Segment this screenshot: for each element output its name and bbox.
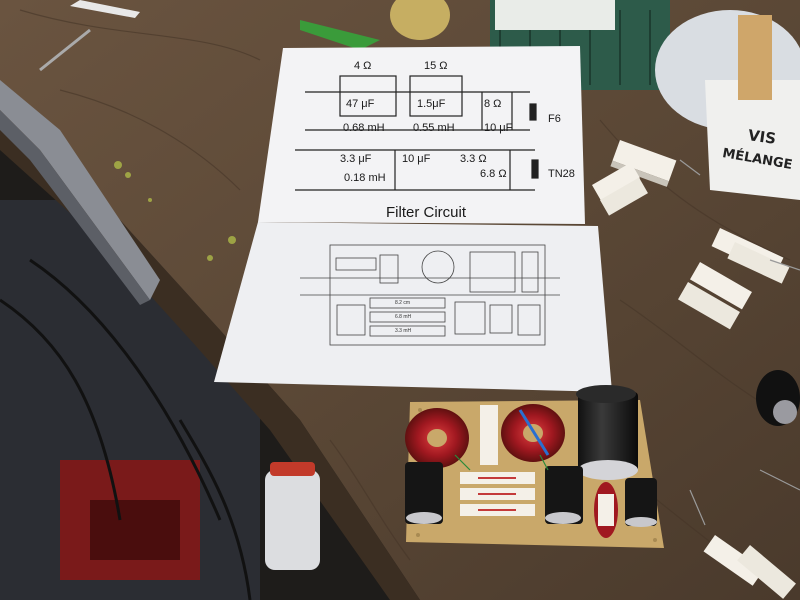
layout-lines: [300, 244, 560, 346]
metal-rail: [0, 80, 160, 300]
container-text-1: VIS: [746, 126, 778, 148]
film-capacitor-3: [625, 478, 657, 526]
label-r3: 8 Ω: [484, 98, 502, 110]
sheet-title: Filter Circuit: [386, 204, 467, 221]
label-r4: 3.3 Ω: [460, 153, 487, 165]
film-capacitor-1-end: [406, 512, 442, 524]
layout-label-c: 3.3 mH: [395, 328, 412, 334]
small-resistor: [598, 494, 614, 526]
film-capacitor-3-end: [625, 517, 657, 527]
label-l3: 0.18 mH: [344, 172, 386, 184]
metal-rail-shadow: [0, 110, 150, 305]
green-tool: [300, 20, 380, 50]
paper-scrap: [70, 0, 140, 18]
bottle: [265, 470, 320, 570]
tape-roll: [390, 0, 450, 40]
white-items: [495, 0, 615, 30]
capacitor-top: [576, 385, 636, 403]
paint-specks: [114, 161, 236, 261]
wood-stick: [738, 15, 772, 100]
label-c4: 3.3 μF: [340, 153, 372, 165]
layout-label-a: 8.2 cm: [395, 300, 411, 306]
schematic-sheet-top: [258, 46, 585, 224]
label-driver-tn28: TN28: [548, 168, 575, 180]
label-c3: 10 μF: [484, 122, 513, 134]
label-l1: 0.68 mH: [343, 122, 385, 134]
film-capacitor-1: [405, 462, 443, 524]
schematic-lines-top: [295, 75, 539, 191]
layout-sheet-bottom: [214, 222, 612, 392]
power-resistor-4: [480, 405, 498, 465]
capacitor-end: [578, 460, 638, 480]
cables: [0, 258, 252, 600]
electrolytic-capacitor: [578, 392, 638, 472]
label-c1: 47 μF: [346, 98, 375, 110]
loose-capacitor-cap: [773, 400, 797, 424]
inductor-left-core: [427, 429, 447, 447]
label-r1: 4 Ω: [354, 60, 372, 72]
layout-label-b: 6.8 mH: [395, 314, 412, 320]
label-c2: 1.5μF: [417, 98, 446, 110]
label-l2: 0.55 mH: [413, 122, 455, 134]
film-capacitor-2-end: [545, 512, 581, 524]
screwdriver: [39, 28, 91, 72]
label-r5: 6.8 Ω: [480, 168, 507, 180]
loose-resistors: [592, 140, 800, 599]
pcb-wires: [454, 454, 549, 471]
label-r2: 15 Ω: [424, 60, 448, 72]
label-driver-f6: F6: [548, 113, 561, 125]
red-box-shade: [90, 500, 180, 560]
label-c5: 10 μF: [402, 153, 431, 165]
bottle-cap: [270, 462, 315, 476]
container: [705, 80, 800, 200]
cable-tie: [518, 409, 550, 456]
resistor-markings: [478, 477, 516, 511]
film-capacitor-2: [545, 466, 583, 524]
